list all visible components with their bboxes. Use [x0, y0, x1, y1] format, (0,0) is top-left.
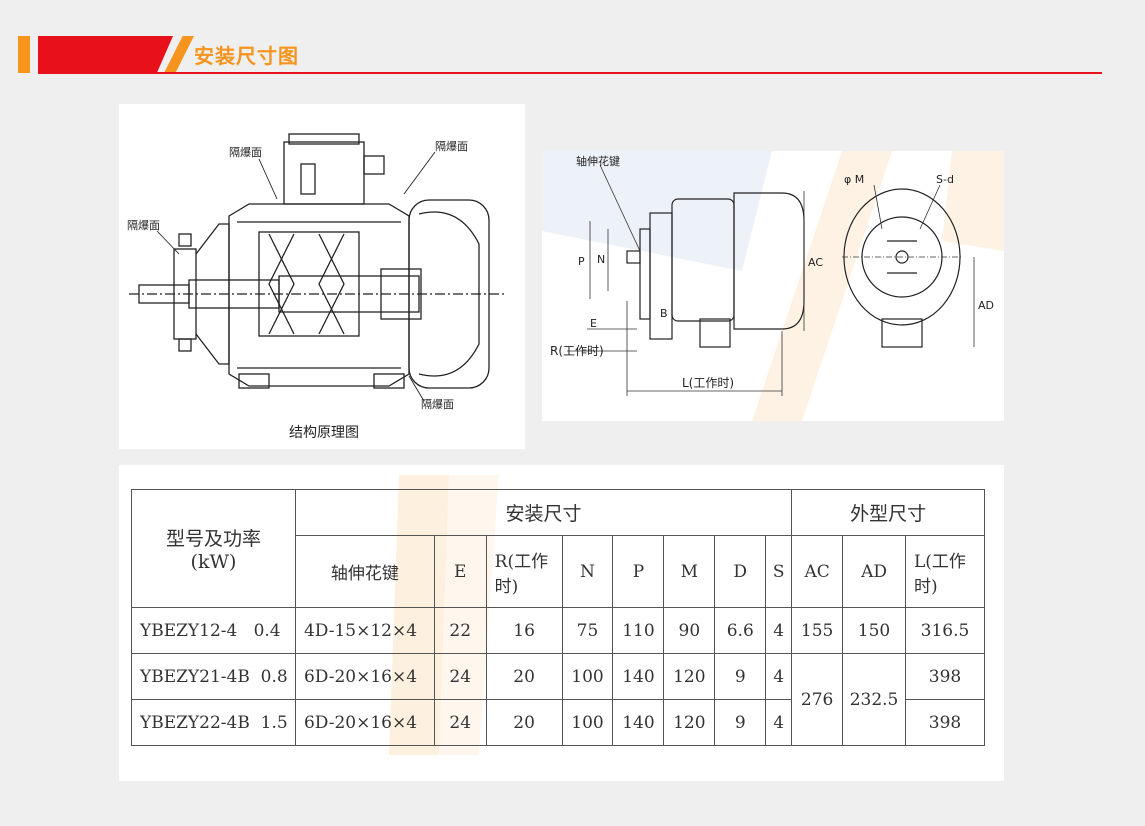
- col-header-P: P: [612, 535, 665, 608]
- header-outline-group: 外型尺寸: [791, 489, 985, 536]
- label-flameproof-top-left: 隔爆面: [229, 145, 262, 159]
- dimension-diagram: 轴伸花键 P N E B R(工作时) L(工作时) AC AD φ M S-d: [542, 151, 1004, 421]
- label-phiM: φ M: [844, 173, 864, 186]
- col-header-D: D: [714, 535, 767, 608]
- label-L: L(工作时): [682, 376, 734, 390]
- table-row: YBEZY22-4B 1.5 6D-20×16×4 24 20 100 140 …: [131, 699, 985, 746]
- header-rule: [38, 72, 1102, 74]
- table-row: YBEZY21-4B 0.8 6D-20×16×4 24 20 100 140 …: [131, 653, 985, 746]
- header-install-group: 安装尺寸: [294, 489, 793, 536]
- section-header: 安装尺寸图: [0, 0, 1145, 80]
- label-N: N: [597, 253, 605, 266]
- section-title: 安装尺寸图: [194, 44, 299, 68]
- col-header-spline: 轴伸花键: [294, 535, 435, 608]
- header-red-bar: [38, 36, 173, 73]
- col-header-AC: AC: [791, 535, 844, 608]
- label-flameproof-left: 隔爆面: [127, 218, 160, 232]
- label-B: B: [660, 307, 668, 320]
- label-E: E: [590, 317, 597, 330]
- col-header-M: M: [663, 535, 716, 608]
- col-header-R: R(工作时): [485, 535, 563, 608]
- col-header-L: L(工作时): [905, 535, 985, 608]
- spec-table-panel: 型号及功率 (kW) 安装尺寸 外型尺寸 轴伸花键 E R(工作时) N P M…: [119, 465, 1004, 781]
- col-header-E: E: [433, 535, 487, 608]
- col-header-S: S: [765, 535, 793, 608]
- dimension-diagram-panel: 轴伸花键 P N E B R(工作时) L(工作时) AC AD φ M S-d: [542, 151, 1004, 421]
- label-R: R(工作时): [550, 344, 604, 358]
- structure-diagram: 隔爆面 隔爆面 隔爆面 隔爆面 结构原理图: [127, 133, 504, 441]
- table-row: YBEZY12-4 0.4 4D-15×12×4 22 16 75 110 90…: [131, 607, 985, 654]
- label-flameproof-top-right: 隔爆面: [435, 139, 468, 153]
- structure-diagram-panel: 隔爆面 隔爆面 隔爆面 隔爆面 结构原理图: [119, 104, 525, 449]
- col-header-AD: AD: [842, 535, 906, 608]
- label-Sd: S-d: [936, 173, 954, 186]
- label-shaft-spline: 轴伸花键: [576, 154, 620, 168]
- col-header-N: N: [561, 535, 614, 608]
- label-AC: AC: [808, 256, 823, 269]
- spec-table: 型号及功率 (kW) 安装尺寸 外型尺寸 轴伸花键 E R(工作时) N P M…: [131, 489, 985, 746]
- label-AD: AD: [978, 299, 994, 312]
- label-flameproof-bottom: 隔爆面: [421, 397, 454, 411]
- header-model: 型号及功率 (kW): [131, 489, 296, 608]
- diagram-caption: 结构原理图: [289, 425, 359, 441]
- label-P: P: [578, 255, 585, 268]
- header-orange-bar: [18, 36, 30, 73]
